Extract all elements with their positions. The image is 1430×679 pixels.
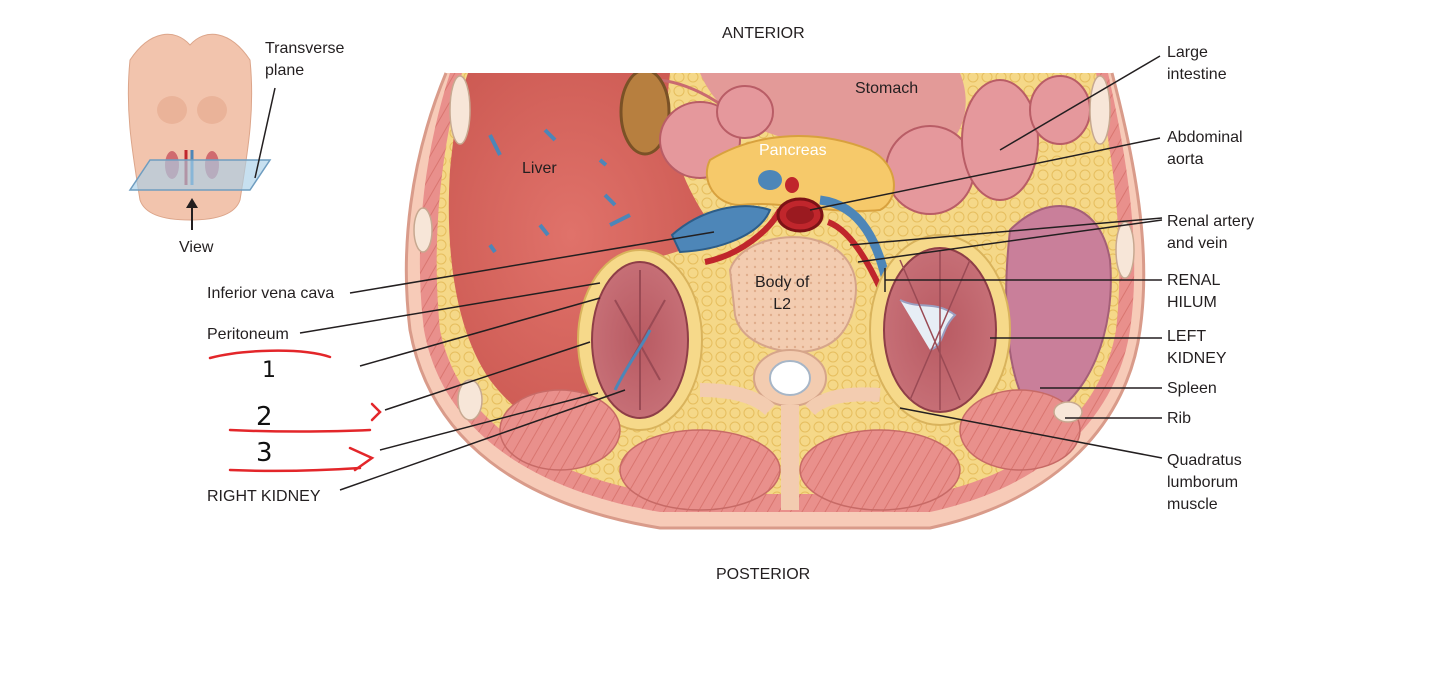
inset-plane-label: Transverse plane: [265, 40, 345, 79]
peritoneum-label: Peritoneum: [207, 326, 289, 343]
posterior-label: POSTERIOR: [716, 566, 811, 583]
renal-vessels-label: Renal artery and vein: [1167, 213, 1255, 252]
cross-section: [406, 73, 1144, 528]
pancreas-label: Pancreas: [759, 142, 827, 159]
inset-view-label: View: [179, 239, 214, 256]
quadratus-label: Quadratus lumborum muscle: [1167, 452, 1242, 513]
pancreas-shape: [705, 135, 895, 213]
handwritten-1: 1: [262, 358, 276, 383]
handwritten-3: 3: [256, 438, 273, 468]
left-kidney-label: LEFT KIDNEY: [1167, 328, 1227, 367]
anterior-label: ANTERIOR: [722, 25, 805, 42]
renal-hilum-label: RENAL HILUM: [1167, 272, 1221, 311]
aorta-label: Abdominal aorta: [1167, 129, 1243, 168]
red-annotations: [208, 349, 382, 473]
liver-label: Liver: [522, 160, 557, 177]
right-kidney-label: RIGHT KIDNEY: [207, 488, 321, 505]
large-intestine-label: Large intestine: [1167, 44, 1227, 83]
stomach-label: Stomach: [855, 80, 919, 97]
right-kidney-shape: [577, 249, 703, 431]
left-kidney-shape: [869, 234, 1011, 426]
vertebra-shape: [728, 236, 857, 354]
ivc-label: Inferior vena cava: [207, 285, 335, 302]
liver-shape: [448, 73, 720, 433]
ivc-shape: [670, 205, 772, 254]
handwritten-2: 2: [256, 402, 273, 432]
spleen-label: Spleen: [1167, 380, 1217, 397]
vertebra-label: Body of L2: [755, 274, 810, 313]
leader-lines: [299, 55, 1163, 491]
rib-label: Rib: [1167, 410, 1192, 427]
inset-torso-figure: [127, 33, 276, 230]
